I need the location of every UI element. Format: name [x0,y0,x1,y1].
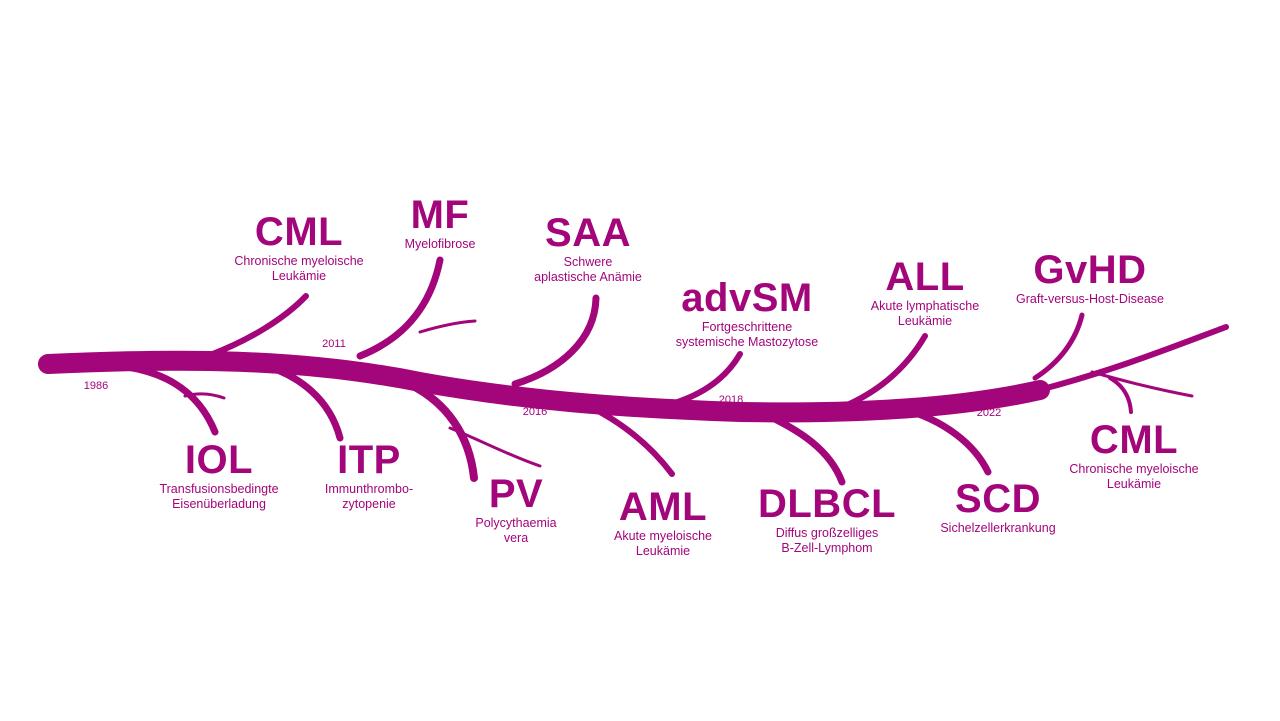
entry-abbr: ALL [885,255,965,299]
branch-cml-top [207,293,309,358]
entry-abbr: CML [254,210,344,254]
year-label-2022: 2022 [976,407,1002,419]
entry-desc: Diffus großzelliges B-Zell-Lymphom [775,526,879,555]
year-label-1986: 1986 [83,380,109,392]
entry-desc: Akute lymphatische Leukämie [870,299,980,328]
entry-dlbcl: DLBCL Diffus großzelliges B-Zell-Lymphom [758,482,896,556]
branch-mf [356,256,444,360]
entry-abbr: AML [618,485,708,529]
entry-desc: Immunthrombo- zytopenie [324,482,414,511]
branch-aml [577,399,675,477]
year-label-2018: 2018 [718,394,744,406]
entry-cml-top: CML Chronische myeloische Leukämie [234,210,363,284]
entry-desc: Sichelzellerkrankung [940,521,1056,535]
entry-desc: Graft-versus-Host-Disease [1016,292,1164,306]
entry-desc: Myelofibrose [404,237,476,251]
entry-iol: IOL Transfusionsbedingte Eisenüberladung [159,438,278,512]
branch-mf-twig [418,319,477,334]
branch-all [832,333,928,413]
entry-scd: SCD Sichelzellerkrankung [940,477,1055,536]
entry-abbr: SAA [545,211,631,255]
branch-iol-twig [183,392,226,400]
branch-gvhd [1032,312,1085,381]
entry-desc: Schwere aplastische Anämie [534,255,642,284]
entry-abbr: GvHD [1033,248,1147,292]
entry-desc: Chronische myeloische Leukämie [234,254,364,283]
entry-saa: SAA Schwere aplastische Anämie [534,211,642,285]
branch-pv [396,376,478,482]
branch-pv-twig [448,426,542,468]
year-label-2016: 2016 [522,406,548,418]
entry-abbr: DLBCL [757,482,897,526]
entry-all: ALL Akute lymphatische Leukämie [871,255,979,329]
entry-advsm: advSM Fortgeschrittene systemische Masto… [676,276,818,350]
branch-scd [896,404,992,476]
entry-itp: ITP Immunthrombo- zytopenie [325,438,413,512]
year-label-2011: 2011 [322,338,346,350]
entry-mf: MF Myelofibrose [405,193,476,252]
branch-saa [511,294,600,388]
trunk-tip [1032,324,1229,394]
entry-aml: AML Akute myeloische Leukämie [614,485,712,559]
entry-abbr: CML [1089,418,1179,462]
entry-cml-bottom: CML Chronische myeloische Leukämie [1069,418,1198,492]
entry-desc: Akute myeloische Leukämie [614,529,712,558]
entry-desc: Transfusionsbedingte Eisenüberladung [159,482,279,511]
branch-cml-bottom [1090,370,1194,398]
entry-abbr: SCD [955,477,1041,521]
entry-desc: Polycythaemia vera [475,516,557,545]
entry-abbr: ITP [337,438,401,482]
entry-abbr: IOL [184,438,254,482]
branch-cml-bottom-twig [1108,376,1133,414]
entry-desc: Fortgeschrittene systemische Mastozytose [675,320,819,349]
entry-gvhd: GvHD Graft-versus-Host-Disease [1016,248,1164,307]
branch-advsm [665,351,743,408]
branch-group [38,256,1229,486]
branch-dlbcl [756,408,846,486]
branch-iol [116,362,219,436]
branch-itp [256,360,344,442]
entry-abbr: advSM [681,276,813,320]
entry-abbr: MF [410,193,470,237]
entry-pv: PV Polycythaemia vera [475,472,556,546]
entry-abbr: PV [488,472,544,516]
entry-desc: Chronische myeloische Leukämie [1069,462,1199,491]
